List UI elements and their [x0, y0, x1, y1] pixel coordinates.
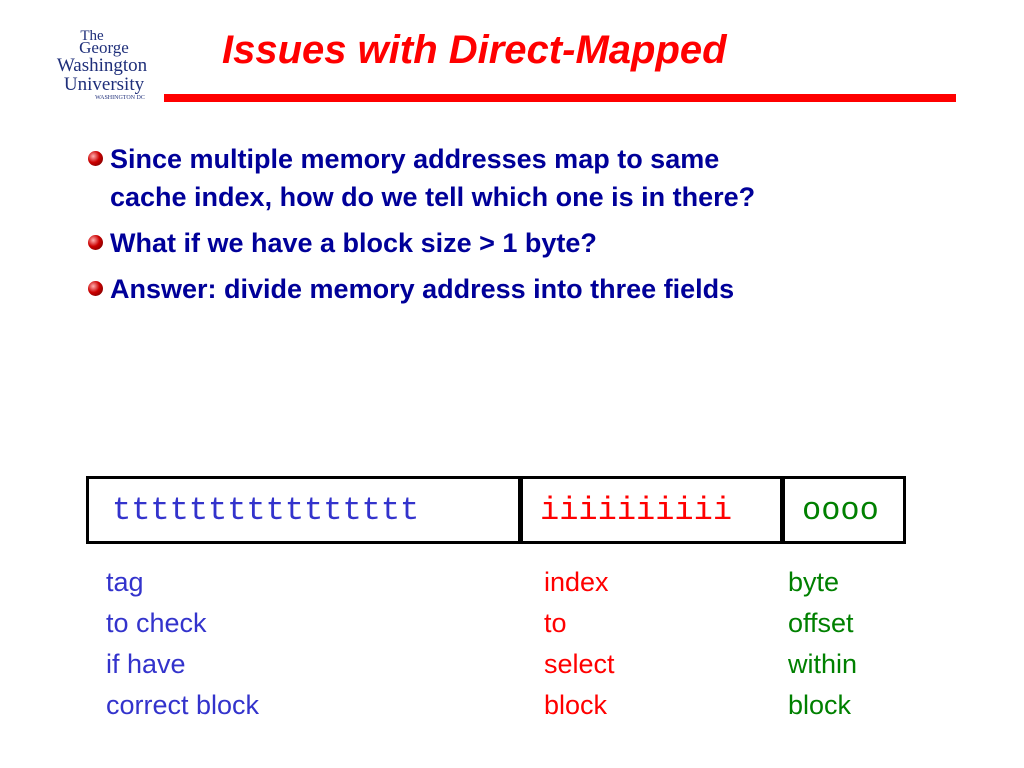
logo-line-the: The: [80, 28, 104, 44]
logo-line-george: George: [79, 38, 129, 57]
address-field-box: [86, 476, 906, 544]
university-logo: The George Washington University WASHING…: [40, 24, 164, 104]
title-underline: [164, 94, 956, 102]
tag-label: tag to check if have correct block: [106, 562, 259, 726]
index-label-line: index: [544, 567, 609, 597]
bullet-line: Since multiple memory addresses map to s…: [110, 144, 720, 174]
bullet-dot-icon: [88, 235, 103, 250]
tag-label-line: to check: [106, 608, 207, 638]
index-offset-divider: [780, 476, 785, 544]
tag-label-line: if have: [106, 649, 186, 679]
logo-line-city: WASHINGTON DC: [95, 95, 145, 101]
offset-label-line: block: [788, 690, 852, 720]
index-label: index to select block: [544, 562, 615, 726]
index-bits: iiiiiiiiii: [540, 492, 733, 529]
bullet-dot-icon: [88, 151, 103, 166]
logo-line-washington: Washington: [57, 55, 148, 76]
bullet-item: Answer: divide memory address into three…: [88, 270, 988, 308]
bullet-item: What if we have a block size > 1 byte?: [88, 224, 988, 262]
logo-wordmark-icon: The George Washington University WASHING…: [57, 28, 148, 101]
offset-label-line: byte: [788, 567, 840, 597]
index-label-line: select: [544, 649, 615, 679]
offset-label-line: offset: [788, 608, 854, 638]
bullet-list: Since multiple memory addresses map to s…: [88, 140, 988, 316]
bullet-item: Since multiple memory addresses map to s…: [88, 140, 988, 216]
tag-bits: tttttttttttttttt: [112, 492, 420, 529]
bullet-line: cache index, how do we tell which one is…: [110, 182, 756, 212]
logo-line-university: University: [64, 74, 145, 95]
bullet-line: Answer: divide memory address into three…: [110, 274, 735, 304]
offset-label: byte offset within block: [788, 562, 857, 726]
offset-label-line: within: [788, 649, 858, 679]
index-label-line: to: [544, 608, 567, 638]
tag-label-line: tag: [106, 567, 144, 597]
tag-label-line: correct block: [106, 690, 260, 720]
bullet-line: What if we have a block size > 1 byte?: [110, 228, 597, 258]
offset-bits: oooo: [802, 492, 879, 529]
tag-index-divider: [518, 476, 523, 544]
index-label-line: block: [544, 690, 608, 720]
bullet-dot-icon: [88, 281, 103, 296]
slide-title: Issues with Direct-Mapped: [222, 28, 727, 72]
